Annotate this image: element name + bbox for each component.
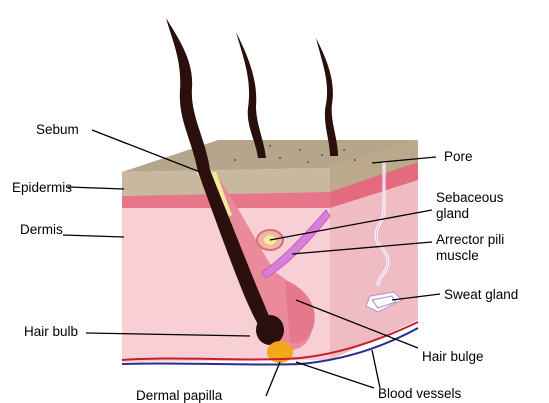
- label-arrector-pili-1: Arrector pili: [436, 232, 504, 247]
- label-sweat-gland: Sweat gland: [444, 287, 518, 302]
- label-hair-bulge: Hair bulge: [422, 349, 484, 364]
- label-arrector-pili-2: muscle: [436, 248, 479, 263]
- label-sebum: Sebum: [36, 122, 79, 137]
- label-blood-vessels: Blood vessels: [378, 386, 462, 401]
- leader-dermal-papilla: [266, 362, 280, 396]
- label-hair-bulb: Hair bulb: [24, 324, 78, 339]
- hair-bulb-shape: [256, 315, 284, 345]
- hair-shaft-2: [236, 32, 266, 158]
- label-epidermis: Epidermis: [12, 180, 72, 195]
- label-sebaceous-gland-1: Sebaceous: [436, 190, 504, 205]
- label-pore: Pore: [444, 149, 473, 164]
- leader-epidermis: [68, 187, 124, 189]
- leader-dermis: [63, 235, 124, 237]
- label-dermis: Dermis: [20, 222, 63, 237]
- label-sebaceous-gland-2: gland: [436, 206, 469, 221]
- leader-blood-vessels-2: [372, 350, 380, 388]
- label-dermal-papilla: Dermal papilla: [136, 388, 223, 403]
- leader-blood-vessels-1: [296, 362, 374, 388]
- hair-shaft-3: [316, 38, 338, 156]
